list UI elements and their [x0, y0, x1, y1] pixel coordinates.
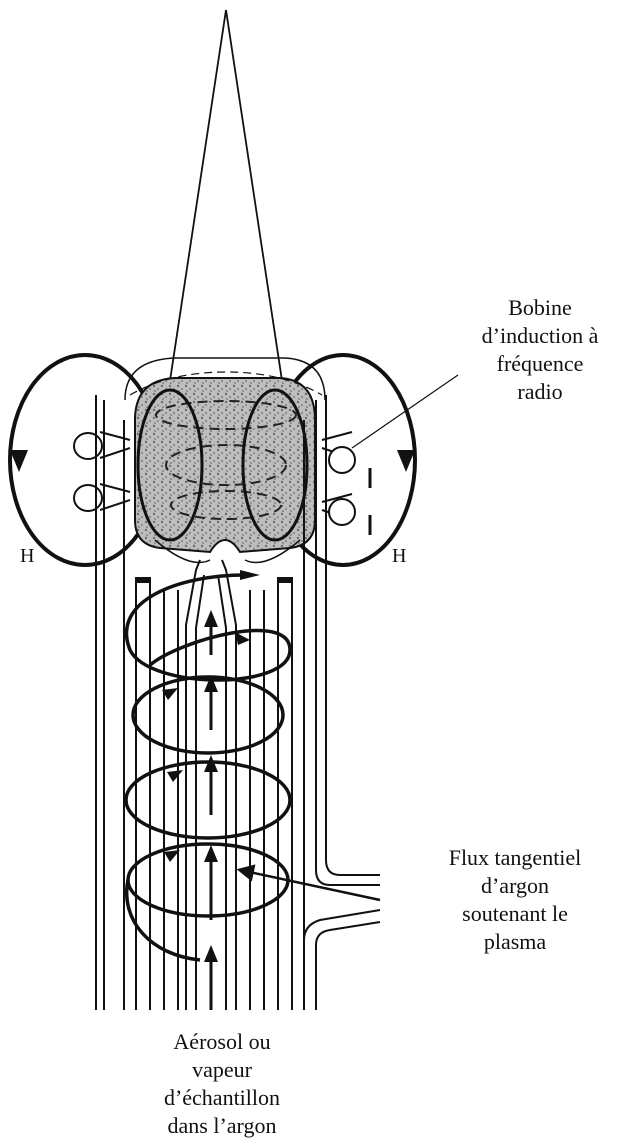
- aerosol-label: Aérosol ou vapeur d’échantillon dans l’a…: [132, 1028, 312, 1140]
- flux-label-line-4: plasma: [425, 928, 605, 956]
- flux-label: Flux tangentiel d’argon soutenant le pla…: [425, 844, 605, 956]
- flux-label-line-2: d’argon: [425, 872, 605, 900]
- aerosol-flow-arrows: [204, 610, 218, 1010]
- coil-label: Bobine d’induction à fréquence radio: [450, 294, 630, 406]
- flux-label-line-3: soutenant le: [425, 900, 605, 928]
- field-label-right: H: [392, 545, 406, 568]
- field-arrow-left: [10, 450, 28, 472]
- aerosol-label-line-4: dans l’argon: [132, 1112, 312, 1140]
- field-arrow-right: [397, 450, 415, 472]
- coil-leader-line: [352, 375, 458, 448]
- coil-label-line-1: Bobine: [450, 294, 630, 322]
- coil-label-line-2: d’induction à: [450, 322, 630, 350]
- coil-label-line-3: fréquence: [450, 350, 630, 378]
- aerosol-label-line-2: vapeur: [132, 1056, 312, 1084]
- aerosol-label-line-3: d’échantillon: [132, 1084, 312, 1112]
- field-label-left: H: [20, 545, 34, 568]
- coil-label-line-4: radio: [450, 378, 630, 406]
- flux-label-line-1: Flux tangentiel: [425, 844, 605, 872]
- plasma-body: [125, 358, 325, 563]
- aerosol-label-line-1: Aérosol ou: [132, 1028, 312, 1056]
